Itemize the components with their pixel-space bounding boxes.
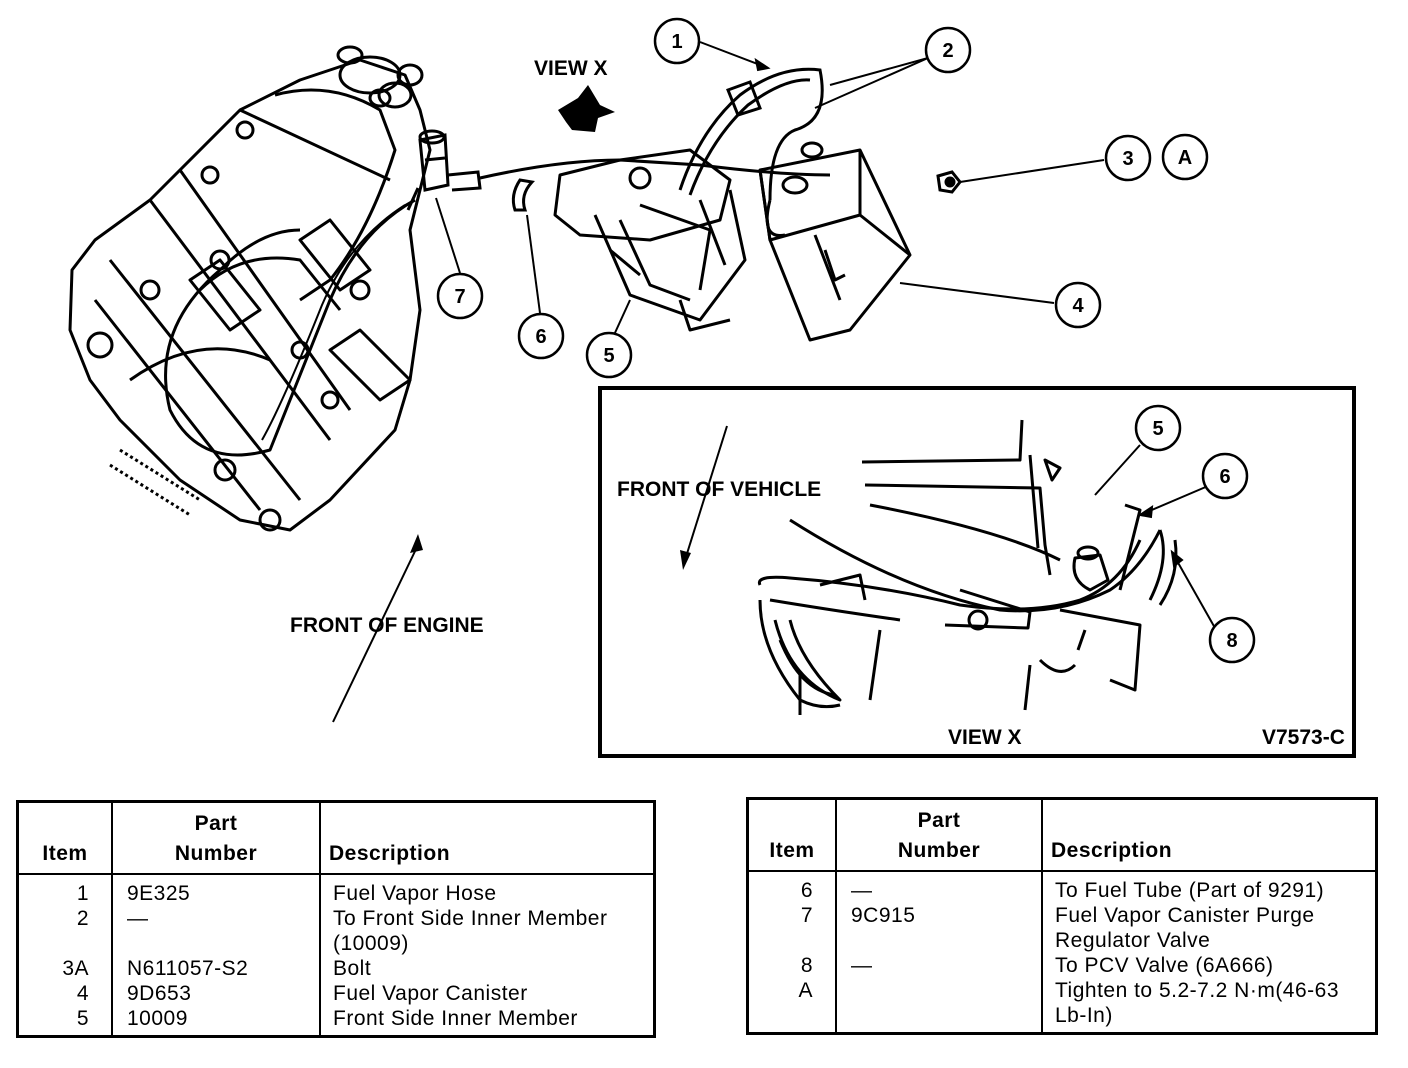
- cell-description: To Fuel Tube (Part of 9291): [1041, 871, 1377, 903]
- cell-item: A: [798, 979, 813, 1002]
- svg-text:4: 4: [1072, 295, 1084, 317]
- cell-part-number: 9C915: [835, 903, 1042, 953]
- inset-callout-6: 6: [1201, 452, 1249, 500]
- bolt: [936, 170, 962, 194]
- table-row: 5 10009 Front Side Inner Member: [18, 1006, 655, 1037]
- table-row: 1 9E325 Fuel Vapor Hose: [18, 874, 655, 906]
- table-row: 8 — To PCV Valve (6A666): [748, 953, 1377, 978]
- callout-5: 5: [585, 331, 633, 379]
- svg-text:2: 2: [942, 40, 953, 62]
- callout-4: 4: [1054, 281, 1102, 329]
- cell-item: 8: [800, 954, 813, 977]
- cell-part-number: —: [111, 906, 320, 956]
- cell-part-number: 9E325: [111, 874, 320, 906]
- callout-7: 7: [436, 272, 484, 320]
- cell-item: 2: [76, 907, 89, 930]
- svg-text:1: 1: [671, 31, 682, 53]
- cell-item: 1: [76, 882, 89, 905]
- inset-callout-5: 5: [1134, 404, 1182, 452]
- view-x-inset-label: VIEW X: [948, 726, 1022, 749]
- cell-part-number: N611057-S2: [111, 956, 320, 981]
- cell-item: 6: [800, 879, 813, 902]
- engine-illustration: [68, 45, 432, 532]
- svg-text:A: A: [1178, 147, 1192, 169]
- cell-description: Fuel Vapor Hose: [319, 874, 655, 906]
- cell-item: 3A: [62, 957, 89, 980]
- header-description: Description: [1041, 798, 1377, 872]
- front-of-engine-indicator: FRONT OF ENGINE: [290, 534, 484, 723]
- header-item: Item: [17, 801, 112, 875]
- inset-detail: [757, 419, 1178, 715]
- inset-leader-lines: [1094, 444, 1216, 629]
- header-description: Description: [319, 801, 655, 875]
- callout-2: 2: [924, 26, 972, 74]
- cell-description: To Front Side Inner Member(10009): [319, 906, 655, 956]
- svg-text:6: 6: [1219, 466, 1230, 488]
- callout-a: A: [1161, 133, 1209, 181]
- exploded-view-diagram: VIEW X FRONT OF ENGINE 1 2 3: [68, 17, 1356, 758]
- cell-part-number: [835, 978, 1042, 1034]
- table-row: 2 — To Front Side Inner Member(10009): [18, 906, 655, 956]
- cell-part-number: 9D653: [111, 981, 320, 1006]
- leader-lines: [435, 41, 1105, 336]
- svg-text:5: 5: [603, 345, 614, 367]
- view-x-label: VIEW X: [534, 57, 608, 80]
- svg-text:7: 7: [454, 286, 465, 308]
- svg-text:5: 5: [1152, 418, 1163, 440]
- table-row: 4 9D653 Fuel Vapor Canister: [18, 981, 655, 1006]
- view-x-inset: FRONT OF VEHICLE VIEW X V7573-C 5 6 8: [598, 386, 1356, 758]
- inset-callout-group: 5 6 8: [1134, 404, 1256, 664]
- cell-part-number: 10009: [111, 1006, 320, 1037]
- callout-group: 1 2 3 A 4 5 6 7: [436, 17, 1209, 379]
- cell-description: Fuel Vapor Canister: [319, 981, 655, 1006]
- cell-part-number: —: [835, 871, 1042, 903]
- view-x-arrow: VIEW X: [534, 57, 615, 132]
- cell-description: Bolt: [319, 956, 655, 981]
- front-of-engine-label: FRONT OF ENGINE: [290, 614, 484, 637]
- cell-item: 4: [76, 982, 89, 1005]
- callout-1: 1: [653, 17, 701, 65]
- purge-regulator-valve: [406, 129, 831, 211]
- front-of-vehicle-label: FRONT OF VEHICLE: [617, 478, 821, 501]
- callout-3: 3: [1104, 134, 1152, 182]
- callout-6: 6: [517, 312, 565, 360]
- inset-callout-8: 8: [1208, 616, 1256, 664]
- front-side-inner-member: [553, 148, 747, 332]
- pcv-hose-end: [511, 178, 535, 212]
- cell-item: 5: [76, 1007, 89, 1030]
- table-row: 6 — To Fuel Tube (Part of 9291): [748, 871, 1377, 903]
- table-row: 3A N611057-S2 Bolt: [18, 956, 655, 981]
- cell-part-number: —: [835, 953, 1042, 978]
- figure-code: V7573-C: [1262, 726, 1345, 749]
- svg-text:8: 8: [1226, 630, 1237, 652]
- fuel-vapor-canister: [758, 141, 912, 342]
- cell-item: 7: [800, 904, 813, 927]
- cell-description: To PCV Valve (6A666): [1041, 953, 1377, 978]
- inset-frame: [598, 386, 1356, 758]
- fuel-vapor-hose: [678, 67, 824, 238]
- svg-text:6: 6: [535, 326, 546, 348]
- svg-text:3: 3: [1122, 148, 1133, 170]
- cell-description: Front Side Inner Member: [319, 1006, 655, 1037]
- header-item: Item: [747, 798, 836, 872]
